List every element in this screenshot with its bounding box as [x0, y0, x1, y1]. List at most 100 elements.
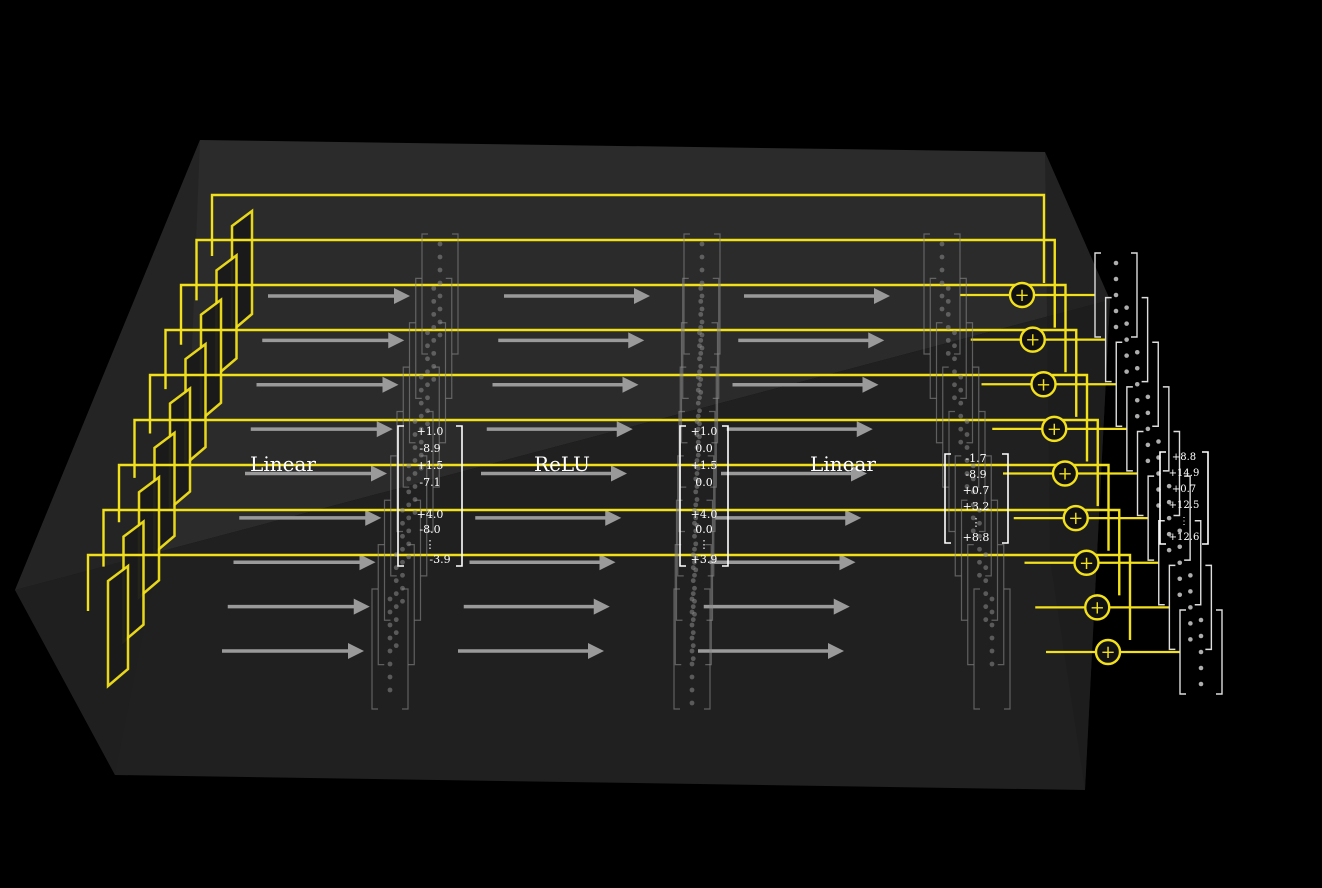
faint-vector-dot — [697, 330, 702, 336]
result-column-dot — [1156, 439, 1161, 444]
result-column-dot — [1177, 592, 1183, 598]
stage-arrow-head — [388, 332, 405, 349]
result-column-dot — [1124, 353, 1129, 358]
faint-vector-dot — [418, 426, 424, 432]
result-column-dot — [1166, 483, 1172, 489]
result-column-bracket — [1179, 609, 1223, 695]
faint-vector-dot — [697, 382, 702, 388]
block-top-face — [15, 140, 1110, 590]
stage-arrow-head — [839, 554, 856, 571]
faint-vector-dot — [964, 471, 970, 476]
faint-vector-dot — [690, 604, 696, 610]
faint-vector-dot — [945, 324, 951, 330]
faint-vector-dot — [387, 596, 393, 602]
stage-arrow-head — [394, 288, 410, 304]
faint-vector-dot — [425, 421, 430, 427]
faint-vector-dot — [418, 465, 424, 471]
faint-vector-dot — [693, 476, 699, 482]
faint-vector-dot — [945, 350, 951, 356]
faint-vector-dot — [695, 426, 701, 432]
faint-vector-dot — [952, 382, 957, 388]
faint-vector-dot — [693, 489, 699, 495]
hidden-value: +1.0 — [417, 425, 444, 438]
faint-vector-dot — [939, 293, 945, 299]
faint-vector-dot — [945, 337, 951, 343]
residual-adder-symbol: + — [1068, 508, 1083, 529]
result-value: +12.6 — [1169, 532, 1200, 543]
result-column-dot — [1177, 560, 1183, 566]
faint-vector-dot — [699, 293, 705, 299]
stage-arrow-head — [628, 332, 645, 349]
hidden-value: -8.9 — [419, 442, 440, 455]
faint-vector-dot — [697, 395, 702, 401]
output-vector: -1.7 -8.9 +0.7 +3.2 ⋮ +8.8 — [944, 452, 1009, 544]
faint-vector-dot — [437, 293, 443, 299]
faint-vector-dot — [400, 598, 405, 604]
faint-vector-dot — [406, 476, 412, 482]
result-column-dot — [1145, 410, 1151, 416]
faint-vector-dot — [977, 559, 982, 565]
stage-arrow-head — [588, 643, 604, 659]
faint-vector-dot — [690, 591, 696, 597]
result-column-dot — [1188, 621, 1193, 626]
faint-vector-dot — [431, 350, 437, 356]
faint-vector-dot — [970, 502, 976, 508]
faint-vector-dot — [695, 387, 701, 393]
hidden-value: +1.5 — [417, 459, 444, 472]
stage-arrow-head — [828, 643, 844, 659]
faint-vector-dot — [698, 324, 704, 330]
faint-vector-dot — [699, 241, 705, 247]
faint-vector-dot — [693, 541, 699, 547]
result-value: +0.7 — [1172, 484, 1196, 495]
faint-vector-dot — [412, 497, 418, 502]
faint-vector-dot — [693, 515, 699, 521]
faint-vector-bracket — [674, 544, 712, 666]
faint-vector-dot — [695, 400, 701, 406]
faint-vector-dot — [393, 604, 399, 610]
output-value: ⋮ — [971, 516, 982, 529]
faint-vector-dot — [400, 559, 405, 565]
faint-vector-dot — [437, 280, 443, 286]
hidden-value: -7.1 — [419, 476, 440, 489]
result-column-dot — [1188, 637, 1193, 642]
hidden-vector: +1.0 -8.9 +1.5 -7.1 +4.0 -8.0 ⋮ -3.9 — [397, 425, 463, 567]
faint-vector-bracket — [415, 277, 453, 399]
faint-vector-dot — [693, 502, 699, 508]
faint-vector-dot — [387, 661, 393, 667]
faint-vector-dot — [983, 617, 989, 623]
result-column-dot — [1134, 413, 1140, 419]
result-value: ⋮ — [1179, 516, 1189, 527]
result-column-dot — [1198, 665, 1204, 671]
faint-vector-dot — [983, 552, 989, 558]
faint-vector-dot — [689, 635, 695, 641]
faint-vector-dot — [400, 546, 405, 552]
relu-value: 0.0 — [695, 476, 713, 489]
residual-adder-symbol: + — [1047, 419, 1062, 440]
result-column-dot — [1113, 308, 1119, 314]
faint-vector-dot — [437, 267, 443, 273]
faint-vector-dot — [692, 533, 697, 539]
result-column-dot — [1188, 573, 1193, 578]
result-column-dot — [1188, 605, 1193, 610]
output-value: -1.7 — [965, 452, 986, 465]
result-vector: +8.8 +14.9 +0.7 +12.5 ⋮ +12.6 — [1159, 451, 1209, 545]
result-column-dot — [1124, 321, 1129, 326]
faint-vector-dot — [698, 363, 704, 369]
faint-vector-dot — [699, 280, 705, 286]
faint-vector-bracket — [402, 366, 440, 488]
relu-value: 0.0 — [695, 523, 713, 536]
faint-vector-dot — [694, 419, 700, 424]
faint-vector-dot — [694, 497, 700, 502]
faint-vector-dot — [698, 350, 704, 356]
faint-vector-dot — [387, 635, 393, 641]
faint-vector-dot — [952, 343, 957, 349]
output-value: -8.9 — [965, 468, 986, 481]
result-column-dot — [1124, 305, 1129, 310]
result-column-dot — [1145, 394, 1151, 400]
faint-vector-dot — [690, 552, 696, 558]
faint-vector-dot — [692, 585, 697, 591]
faint-vector-dot — [989, 635, 995, 641]
result-value: +8.8 — [1172, 452, 1196, 463]
faint-vector-dot — [989, 648, 995, 654]
faint-vector-dot — [412, 432, 418, 437]
